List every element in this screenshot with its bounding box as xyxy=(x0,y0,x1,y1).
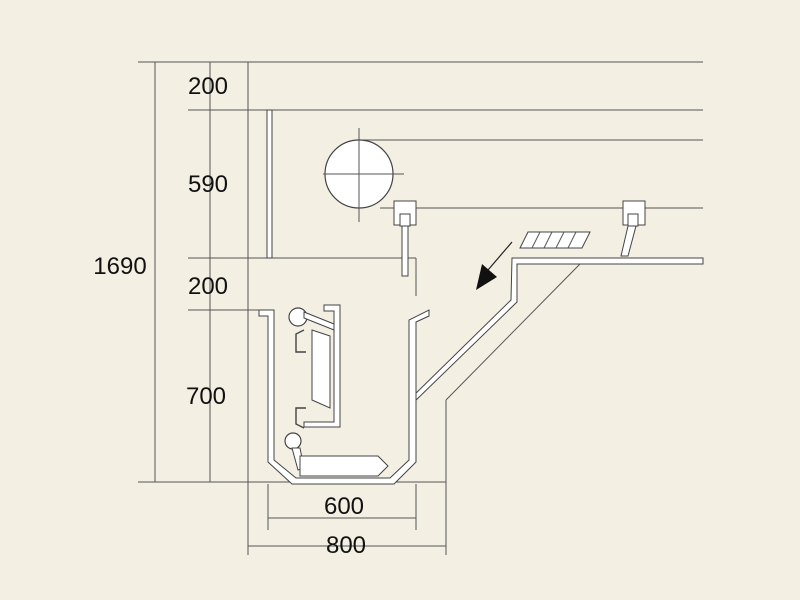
dim-label-gap: 200 xyxy=(188,273,228,300)
grating-bar xyxy=(555,231,565,249)
vertical-post xyxy=(266,109,273,259)
ramp-support-line xyxy=(445,263,581,401)
dimension-lines-left xyxy=(138,61,265,483)
dim-label-outer-width: 800 xyxy=(326,532,366,559)
hanger-right xyxy=(620,200,646,257)
arrow-down-left-icon xyxy=(476,241,513,290)
grating xyxy=(519,231,591,249)
trench-wall xyxy=(258,309,430,485)
grating-bar xyxy=(567,231,577,249)
grating-frame xyxy=(519,231,591,249)
hanger-rod xyxy=(620,225,637,257)
arrow-head xyxy=(476,264,497,290)
dim-label-middle: 590 xyxy=(188,171,228,198)
bracket-inner xyxy=(627,213,639,227)
dim-label-total: 1690 xyxy=(93,253,146,280)
bracket-inner xyxy=(399,213,411,227)
trench xyxy=(258,309,430,485)
dimension-lines-bottom xyxy=(248,484,446,547)
arrow-shaft xyxy=(487,241,513,271)
structure-lines xyxy=(247,61,703,555)
pipe-group xyxy=(323,128,404,222)
hanger-rod xyxy=(401,225,409,277)
circle-pipe-icon xyxy=(284,432,302,450)
dim-label-depth: 700 xyxy=(186,383,226,410)
cable-rack xyxy=(284,304,389,477)
rack-frame xyxy=(303,304,341,428)
dim-label-inner-width: 600 xyxy=(324,493,364,520)
grating-bar xyxy=(543,231,553,249)
ramp-channel xyxy=(408,231,704,482)
ramp-upper xyxy=(408,257,704,405)
rack-hook-upper xyxy=(295,329,306,353)
rack-hook-lower xyxy=(295,407,306,429)
trench-bottom-block xyxy=(299,455,389,477)
dim-label-top: 200 xyxy=(188,73,228,100)
hanger-left xyxy=(393,200,417,277)
rack-arm-upper xyxy=(303,311,335,331)
cable-panel xyxy=(311,329,331,409)
grating-bar xyxy=(531,231,541,249)
